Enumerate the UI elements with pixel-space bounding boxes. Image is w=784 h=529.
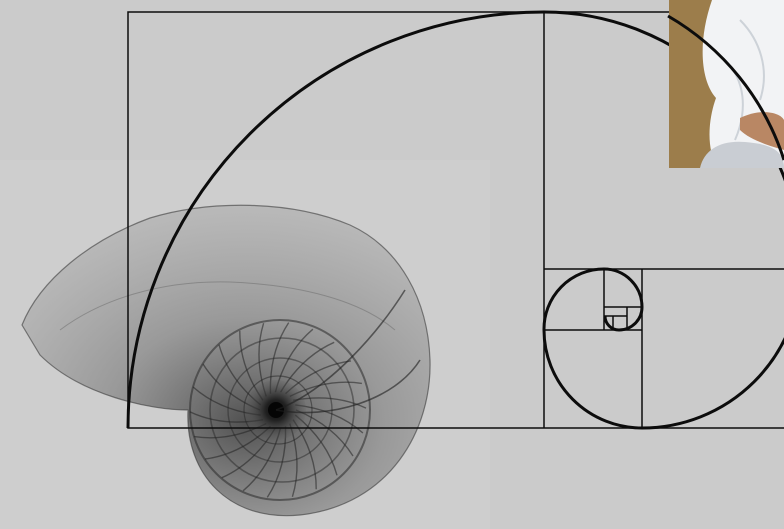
photo-inset [668, 0, 784, 168]
